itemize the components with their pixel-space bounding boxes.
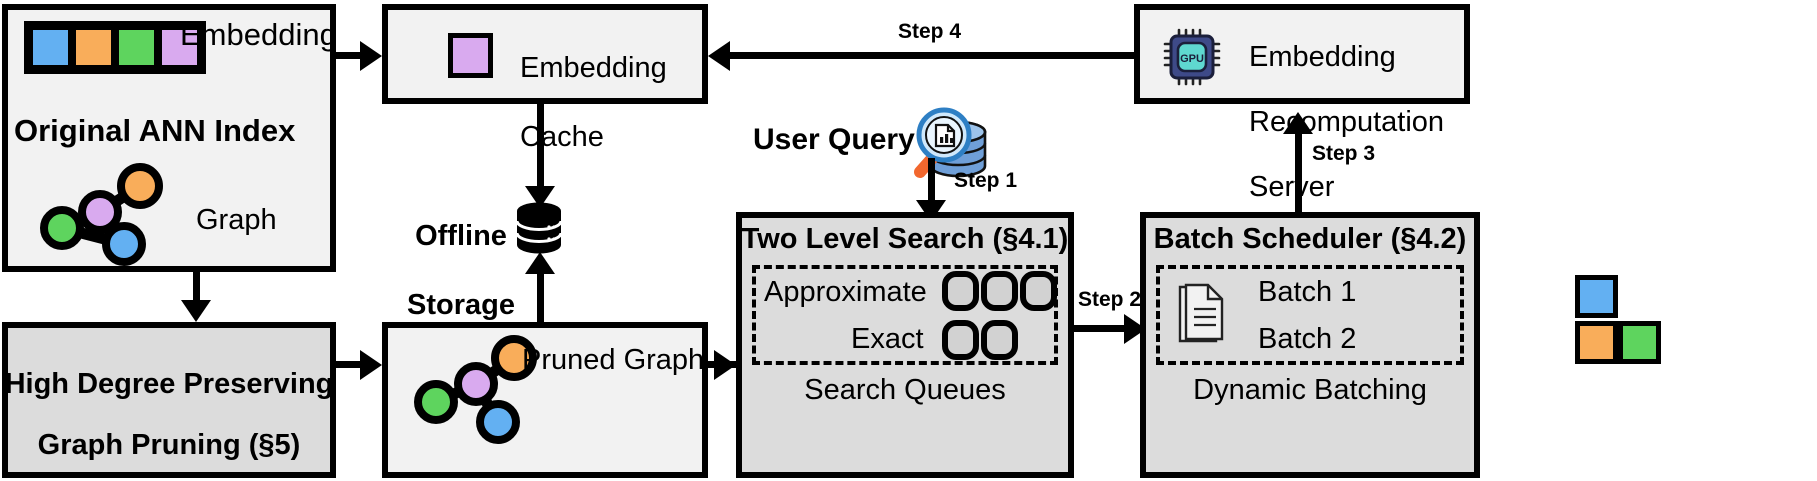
embedding-cache-line1: Embedding	[520, 51, 667, 84]
embedding-chip-blue	[29, 26, 72, 69]
offline-storage-line1: Offline	[415, 219, 507, 252]
batch1-chip-blue	[1575, 275, 1618, 318]
database-icon	[515, 202, 563, 254]
offline-storage-label: Offline Storage	[398, 184, 524, 323]
graph-label: Graph	[196, 204, 277, 236]
step3-label: Step 3	[1312, 142, 1376, 165]
batch1-label: Batch 1	[1258, 276, 1357, 308]
exact-queue-cell-1[interactable]	[942, 320, 979, 360]
arrow-step3-line	[1295, 130, 1302, 212]
graph-pruning-box	[2, 322, 336, 478]
embedding-cache-title: Embedding Cache	[520, 16, 667, 155]
dynamic-batching-caption: Dynamic Batching	[1193, 374, 1427, 406]
offline-storage-line2: Storage	[407, 289, 515, 322]
arrow-index-to-cache-head	[360, 41, 382, 71]
step4-label: Step 4	[898, 20, 962, 43]
arrow-index-to-cache-line	[336, 52, 364, 59]
arrow-pruning-to-pruned-head	[360, 350, 382, 380]
recomputation-server-line2: Recomputation	[1249, 106, 1445, 139]
original-graph-icon	[40, 163, 163, 266]
arrow-index-to-pruning-line	[193, 272, 200, 304]
embedding-cache-line2: Cache	[520, 121, 604, 154]
exact-queue-cell-2[interactable]	[981, 320, 1018, 360]
user-query-label: User Query	[753, 123, 915, 156]
search-queues-dashed-panel	[752, 265, 1058, 365]
arrow-step3-head	[1283, 112, 1313, 134]
embedding-cache-chip	[448, 33, 493, 78]
arrow-step4-line	[726, 52, 1138, 59]
embedding-chip-orange	[72, 26, 115, 69]
documents-icon	[1178, 283, 1224, 343]
search-queues-caption: Search Queues	[804, 374, 1006, 406]
batch2-chip-green	[1618, 321, 1661, 364]
approximate-queue-cell-1[interactable]	[942, 271, 979, 311]
arrow-pruned-to-storage-head	[525, 252, 555, 274]
query-search-database-icon	[914, 107, 987, 178]
gpu-chip-icon: GPU	[1163, 28, 1221, 86]
batch2-label: Batch 2	[1258, 323, 1357, 355]
embedding-cache-box	[382, 4, 708, 104]
arrow-cache-to-storage-head	[525, 186, 555, 208]
embedding-chip-purple	[158, 26, 201, 69]
embedding-chip-strip	[24, 21, 206, 74]
exact-row-label: Exact	[851, 323, 924, 355]
arrow-cache-to-storage-line	[537, 104, 544, 192]
pruned-graph-icon	[414, 335, 537, 444]
arrow-step2-line	[1074, 325, 1146, 332]
step2-label: Step 2	[1078, 288, 1142, 311]
original-ann-index-title: Original ANN Index	[14, 113, 296, 148]
batch-scheduler-title: Batch Scheduler (§4.2)	[1153, 223, 1467, 255]
embedding-chip-green	[115, 26, 158, 69]
recomputation-server-line3: Server	[1249, 171, 1335, 204]
arrow-index-to-pruning-head	[181, 300, 211, 322]
graph-pruning-title: High Degree Preserving Graph Pruning (§5…	[2, 338, 336, 461]
recomputation-server-title: Embedding Recomputation Server	[1249, 9, 1444, 204]
dynamic-batching-dashed-panel	[1156, 265, 1464, 365]
arrow-step4-head	[708, 41, 730, 71]
step1-label: Step 1	[954, 169, 1018, 192]
approximate-row-label: Approximate	[764, 276, 927, 308]
pruned-graph-label: Pruned Graph	[522, 344, 705, 376]
arrow-pruned-to-storage-line	[537, 270, 544, 322]
approximate-queue-cell-3[interactable]	[1020, 271, 1057, 311]
recomputation-server-line1: Embedding	[1249, 41, 1396, 74]
approximate-queue-cell-2[interactable]	[981, 271, 1018, 311]
arrow-pruning-to-pruned-line	[336, 361, 364, 368]
two-level-search-title: Two Level Search (§4.1)	[741, 223, 1069, 255]
arrow-step1-line	[928, 158, 935, 206]
graph-pruning-line1: High Degree Preserving	[4, 367, 334, 400]
batch-scheduler-box	[1140, 212, 1480, 478]
embedding-label: Embedding	[180, 17, 337, 52]
batch2-chip-orange	[1575, 321, 1618, 364]
gpu-chip-text: GPU	[1180, 53, 1204, 65]
graph-pruning-line2: Graph Pruning (§5)	[37, 429, 301, 462]
arrow-pruned-to-search-head	[714, 350, 736, 380]
